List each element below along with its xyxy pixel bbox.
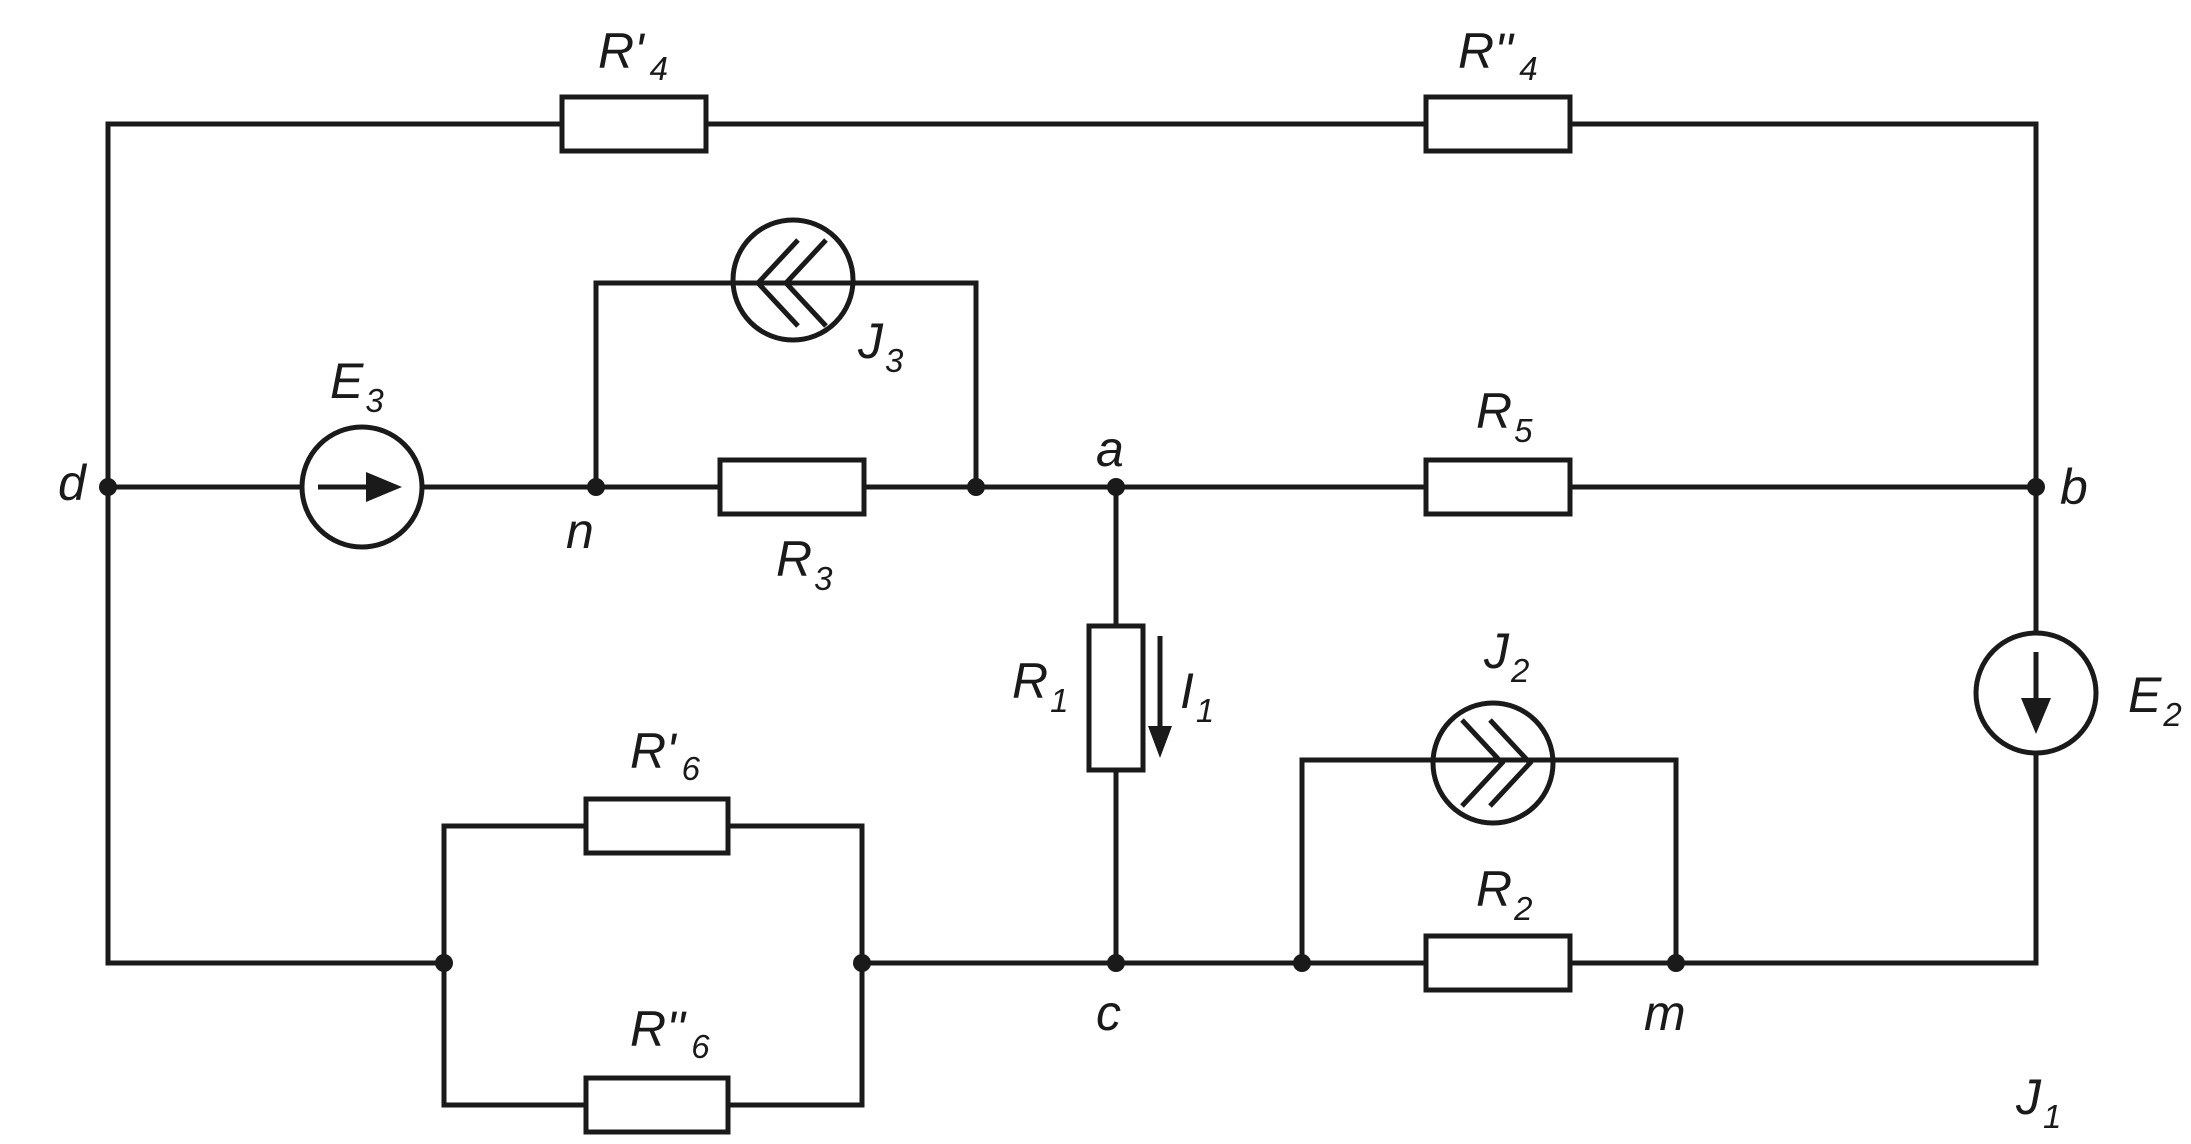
arrow-down-icon — [2021, 698, 2051, 734]
wire-top — [105, 121, 565, 493]
junction-m — [1667, 954, 1685, 972]
junction-r6-right — [853, 954, 871, 972]
arrow-down-icon — [1148, 726, 1172, 758]
label-r4-double-prime: R''4 — [1458, 23, 1538, 87]
voltage-source-e3 — [299, 424, 425, 550]
junction-a — [1107, 478, 1125, 496]
arrow-right-icon — [366, 472, 402, 502]
node-label-b: b — [2060, 459, 2088, 515]
double-chevron-left-icon — [754, 238, 800, 328]
wire-r6-left — [441, 823, 589, 966]
resistor-r1 — [1086, 623, 1146, 773]
wire-r6pp-right — [725, 960, 865, 1108]
label-r5: R5 — [1476, 383, 1533, 449]
wires — [105, 121, 2039, 1108]
voltage-source-e2 — [1973, 630, 2099, 756]
current-source-j3 — [730, 217, 856, 343]
junction-n — [587, 478, 605, 496]
junctions — [99, 478, 2045, 972]
wire-e2-bottom — [1673, 750, 2039, 966]
node-label-d: d — [58, 455, 88, 511]
label-j2: J2 — [1483, 623, 1529, 689]
wire-j3-loop-right — [850, 280, 979, 490]
resistor-r6-prime — [583, 796, 731, 856]
junction-d — [99, 478, 117, 496]
double-chevron-right-icon — [1460, 718, 1506, 808]
wire-j2-loop-left — [1299, 757, 1436, 966]
wire-left — [105, 487, 447, 966]
junction-r2-left — [1293, 954, 1311, 972]
label-j1: J1 — [2015, 1069, 2061, 1135]
resistor-r2 — [1423, 933, 1573, 993]
junction-c — [1107, 954, 1125, 972]
node-label-n: n — [566, 503, 594, 559]
label-r3: R3 — [776, 531, 833, 597]
resistor-r3 — [717, 457, 867, 517]
wire-top-right — [1567, 121, 2039, 490]
label-r2: R2 — [1476, 861, 1532, 927]
resistors — [559, 94, 1573, 1135]
resistor-r4-prime — [559, 94, 709, 154]
junction-r3-right — [967, 478, 985, 496]
wire-j3-loop-left — [593, 280, 736, 490]
wire-r6-right — [725, 823, 865, 966]
wire-r6pp-left — [441, 960, 589, 1108]
labels: R'4 R''4 J3 E3 R5 R3 R1 I1 J2 E2 R2 R'6 … — [58, 23, 2182, 1135]
label-i1: I1 — [1180, 663, 1214, 729]
resistor-r4-double-prime — [1423, 94, 1573, 154]
label-r4-prime: R'4 — [598, 23, 668, 87]
current-source-j2 — [1430, 700, 1556, 826]
node-label-c: c — [1096, 985, 1121, 1041]
junction-r6-left — [435, 954, 453, 972]
label-e2: E2 — [2128, 667, 2182, 733]
current-arrow-i1 — [1148, 636, 1172, 758]
label-r6-prime: R'6 — [630, 723, 701, 787]
label-e3: E3 — [330, 353, 384, 419]
junction-b — [2027, 478, 2045, 496]
node-label-a: a — [1096, 421, 1124, 477]
wire-j2-loop-right — [1550, 757, 1679, 966]
label-r6-double-prime: R''6 — [630, 1001, 710, 1065]
label-j3: J3 — [857, 313, 904, 379]
node-label-m: m — [1644, 985, 1686, 1041]
resistor-r5 — [1423, 457, 1573, 517]
label-r1: R1 — [1012, 653, 1068, 719]
resistor-r6-double-prime — [583, 1075, 731, 1135]
